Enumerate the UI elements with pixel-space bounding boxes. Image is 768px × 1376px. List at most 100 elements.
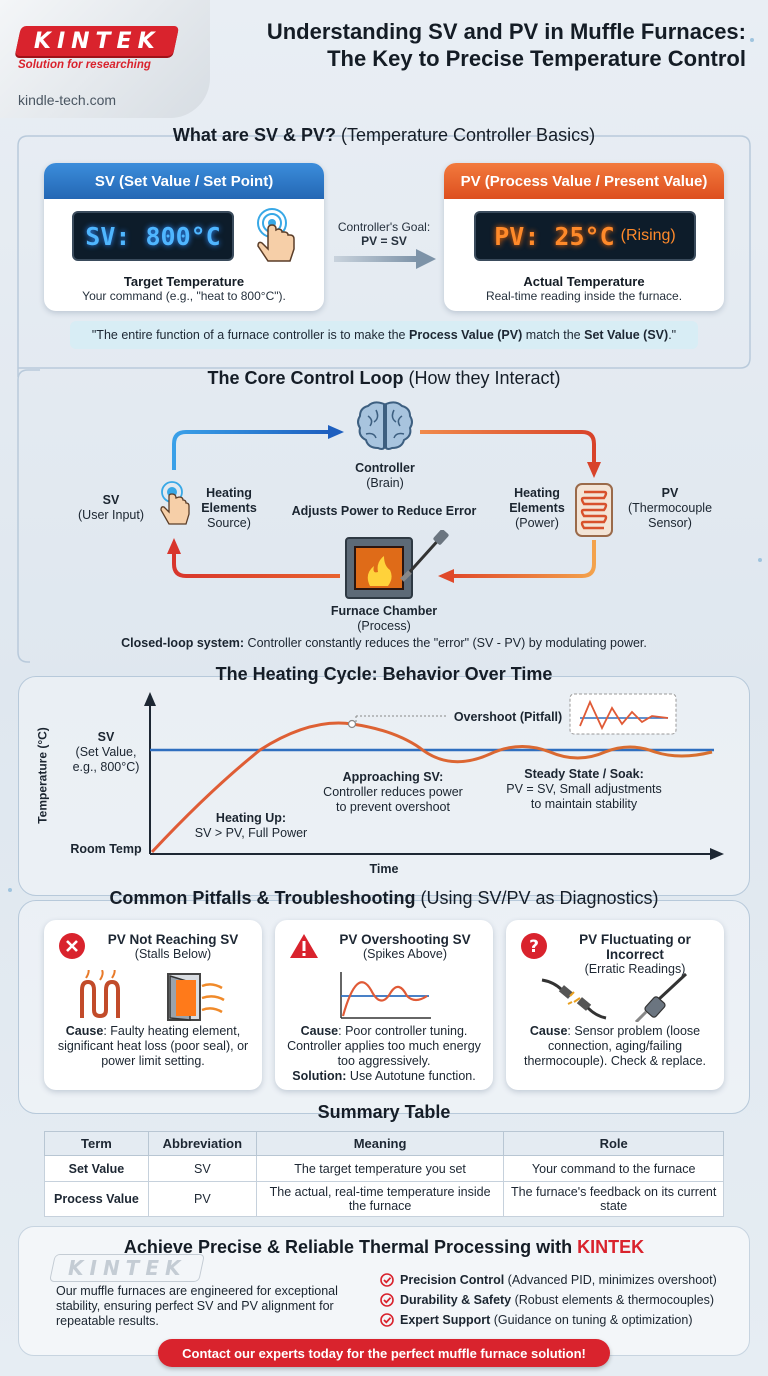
error-circle-icon xyxy=(59,933,85,959)
contact-experts-button[interactable]: Contact our experts today for the perfec… xyxy=(158,1339,610,1367)
heating-right-sub: (Power) xyxy=(515,516,559,530)
quote-part-d: Set Value (SV) xyxy=(584,328,669,342)
pitfall-title: PV Not Reaching SV xyxy=(107,932,239,947)
heating-coil-icon xyxy=(575,483,613,537)
table-cell-meaning: The target temperature you set xyxy=(255,1155,505,1182)
pitfall-sub: (Erratic Readings) xyxy=(584,962,686,976)
cta-title: Achieve Precise & Reliable Thermal Proce… xyxy=(0,1237,768,1258)
steady-body-2: to maintain stability xyxy=(530,797,638,811)
page-title-line-1: Understanding SV and PV in Muffle Furnac… xyxy=(266,19,746,44)
summary-table: Term Abbreviation Meaning Role Set Value… xyxy=(44,1131,724,1217)
table-header-abbreviation: Abbreviation xyxy=(147,1131,257,1156)
section-title-rest: (Temperature Controller Basics) xyxy=(340,125,596,145)
section-title-bold: The Core Control Loop xyxy=(207,368,404,388)
section-summary-title: Summary Table xyxy=(0,1102,768,1123)
section-title-bold: What are SV & PV? xyxy=(172,125,336,145)
warning-triangle-icon xyxy=(290,934,318,958)
cta-panel xyxy=(18,1226,750,1356)
steady-title: Steady State / Soak: xyxy=(524,767,644,781)
pitfall-head: ? PV Fluctuating or Incorrect (Erratic R… xyxy=(506,920,724,976)
pv-display-value: PV: 25°C xyxy=(494,221,615,251)
table-header-row: Term Abbreviation Meaning Role xyxy=(44,1131,724,1156)
closed-loop-rest: Controller constantly reduces the "error… xyxy=(244,636,647,650)
bullet-bold: Durability & Safety xyxy=(400,1293,512,1307)
quote-part-b: Process Value (PV) xyxy=(409,328,523,342)
cta-title-main: Achieve Precise & Reliable Thermal Proce… xyxy=(123,1237,578,1257)
furnace-chamber-icon xyxy=(345,530,449,599)
y-axis-arrow xyxy=(144,692,156,706)
bullet-rest: (Guidance on tuning & optimization) xyxy=(490,1313,693,1327)
heating-up-body: SV > PV, Full Power xyxy=(194,826,308,840)
cause-label: Cause xyxy=(529,1024,568,1038)
sv-caption-title: Target Temperature xyxy=(123,274,245,289)
summary-title-text: Summary Table xyxy=(317,1102,451,1122)
page-title: Understanding SV and PV in Muffle Furnac… xyxy=(206,18,746,72)
room-temp-label: Room Temp xyxy=(70,842,142,856)
x-axis-arrow xyxy=(710,848,724,860)
approaching-body-2: to prevent overshoot xyxy=(336,800,450,814)
heating-cycle-title-text: The Heating Cycle: Behavior Over Time xyxy=(215,664,553,684)
steady-body-1: PV = SV, Small adjustments xyxy=(506,782,662,796)
header: KINTEK Solution for researching kindle-t… xyxy=(0,0,768,120)
sv-input-title: SV xyxy=(102,493,120,507)
pv-card: PV (Process Value / Present Value) PV: 2… xyxy=(444,163,724,311)
quote-part-a: "The entire function of a furnace contro… xyxy=(91,328,406,342)
pitfall-sub: (Stalls Below) xyxy=(134,947,212,961)
pitfall-head: PV Overshooting SV (Spikes Above) xyxy=(275,920,493,961)
brain-icon xyxy=(357,401,413,450)
pitfall-card-overshooting: PV Overshooting SV (Spikes Above) Cause:… xyxy=(275,920,493,1090)
quote-part-e: ." xyxy=(668,328,677,342)
goal-arrow xyxy=(334,249,436,269)
cause-text: : Poor controller tuning. Controller app… xyxy=(287,1024,481,1068)
sv-axis-label-sub2: e.g., 800°C) xyxy=(72,760,140,774)
pv-sensor-title: PV xyxy=(661,486,679,500)
table-row: Set Value SV The target temperature you … xyxy=(44,1155,724,1182)
pitfalls-title-rest: (Using SV/PV as Diagnostics) xyxy=(420,888,659,908)
sv-display-value: SV: 800°C xyxy=(85,221,221,251)
bullet-rest: (Advanced PID, minimizes overshoot) xyxy=(504,1273,717,1287)
hand-press-icon xyxy=(257,208,295,262)
solution-label: Solution: xyxy=(292,1069,347,1083)
pitfall-sub: (Spikes Above) xyxy=(362,947,448,961)
heating-up-label: Heating Up: SV > PV, Full Power xyxy=(186,811,316,841)
sv-axis-label-title: SV xyxy=(97,730,115,744)
table-row: Process Value PV The actual, real-time t… xyxy=(44,1181,724,1217)
controller-title: Controller xyxy=(355,461,415,475)
question-circle-icon: ? xyxy=(521,933,547,959)
brand-tab xyxy=(0,0,210,118)
pitfall-cause: Cause: Faulty heating element, significa… xyxy=(54,1024,252,1069)
pitfall-cause: Cause: Sensor problem (loose connection,… xyxy=(516,1024,714,1069)
cause-label: Cause xyxy=(65,1024,104,1038)
controller-sub: (Brain) xyxy=(366,476,404,490)
sv-card-header: SV (Set Value / Set Point) xyxy=(44,163,324,199)
overshoot-inset xyxy=(569,693,677,735)
sv-input-sub: (User Input) xyxy=(78,508,144,522)
section-title-rest: (How they Interact) xyxy=(408,368,561,388)
check-circle-icon xyxy=(380,1313,394,1327)
logo-tagline: Solution for researching xyxy=(18,59,151,71)
controller-goal: Controller's Goal: PV = SV xyxy=(326,220,442,248)
pv-caption-body: Real-time reading inside the furnace. xyxy=(485,289,683,303)
table-header-role: Role xyxy=(503,1131,724,1156)
heating-right-title: Heating Elements xyxy=(509,486,565,515)
overshoot-graph-icon xyxy=(340,972,431,1019)
heating-up-title: Heating Up: xyxy=(215,811,287,825)
approaching-body-1: Controller reduces power xyxy=(323,785,463,799)
sv-lcd-display: SV: 800°C xyxy=(72,211,234,261)
heating-left-title: Heating Elements xyxy=(201,486,257,515)
cta-body: Our muffle furnaces are engineered for e… xyxy=(56,1284,338,1328)
section-heating-cycle-title: The Heating Cycle: Behavior Over Time xyxy=(0,664,768,685)
chamber-sub: (Process) xyxy=(357,619,411,633)
pv-card-header: PV (Process Value / Present Value) xyxy=(444,163,724,199)
section-sv-pv-title: What are SV & PV? (Temperature Controlle… xyxy=(0,125,768,146)
table-cell-role: The furnace's feedback on its current st… xyxy=(503,1181,724,1217)
y-axis-label-text: Temperature (°C) xyxy=(35,727,50,824)
page-title-line-2: The Key to Precise Temperature Control xyxy=(327,46,746,71)
site-url[interactable]: kindle-tech.com xyxy=(18,92,117,108)
heating-cycle-chart xyxy=(144,692,724,860)
cta-bullet: Durability & Safety (Robust elements & t… xyxy=(380,1290,740,1310)
chamber-title: Furnace Chamber xyxy=(330,604,438,618)
y-axis-label: Temperature (°C) xyxy=(34,724,50,834)
section-pitfalls-title: Common Pitfalls & Troubleshooting (Using… xyxy=(0,888,768,909)
cause-label: Cause xyxy=(300,1024,339,1038)
